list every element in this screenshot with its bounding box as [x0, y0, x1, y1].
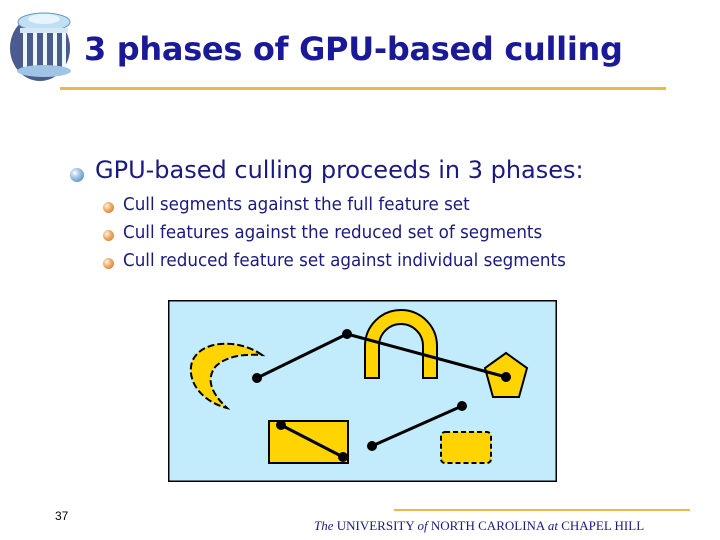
sub-bullet-text: Cull features against the reduced set of…: [123, 222, 543, 243]
crescent-feature: [189, 342, 266, 410]
old-well-logo-icon: [10, 12, 71, 81]
segment-line: [371, 404, 463, 448]
footer-underline: [394, 509, 690, 511]
sub-bullet-text: Cull segments against the full feature s…: [123, 194, 470, 215]
footer-at: at: [547, 518, 558, 533]
orange-bullet-icon: [103, 202, 114, 213]
arch-feature: [364, 309, 438, 379]
slide-title: 3 phases of GPU-based culling: [84, 30, 623, 68]
segment-endpoint: [252, 373, 262, 383]
footer-university: UNIVERSITY: [333, 518, 418, 533]
footer-north-carolina: NORTH CAROLINA: [427, 518, 548, 533]
sub-bullet-text: Cull reduced feature set against individ…: [123, 250, 566, 271]
rounded-rectangle-feature: [440, 431, 492, 464]
segment-endpoint: [367, 441, 377, 451]
blue-bullet-icon: [70, 168, 84, 182]
footer-the: The: [314, 518, 334, 533]
segment-endpoint: [338, 452, 348, 462]
segment-line: [346, 332, 507, 379]
footer-chapel-hill: CHAPEL HILL: [557, 518, 645, 533]
title-underline: [60, 87, 666, 90]
page-number: 37: [55, 509, 69, 523]
segment-endpoint: [501, 372, 511, 382]
segment-endpoint: [276, 420, 286, 430]
segment-line: [280, 423, 344, 459]
main-bullet-text: GPU-based culling proceeds in 3 phases:: [95, 156, 584, 184]
segment-line: [256, 332, 348, 380]
footer-of: of: [417, 518, 428, 533]
orange-bullet-icon: [103, 258, 114, 269]
culling-diagram: [168, 300, 557, 482]
segment-endpoint: [342, 329, 352, 339]
university-footer: The UNIVERSITY of NORTH CAROLINA at CHAP…: [314, 518, 644, 534]
segment-endpoint: [457, 401, 467, 411]
orange-bullet-icon: [103, 230, 114, 241]
